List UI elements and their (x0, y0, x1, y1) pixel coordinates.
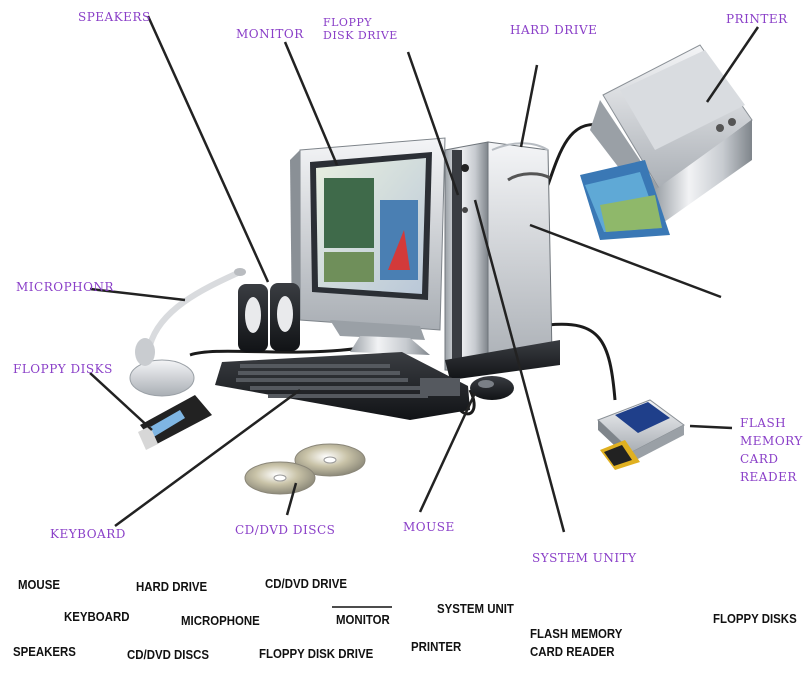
label-monitor: MONITOR (236, 27, 304, 41)
floppy-disks-illustration (138, 395, 212, 450)
word-microphone: MICROPHONE (181, 613, 260, 628)
word-mouse: MOUSE (18, 577, 60, 592)
word-cd-dvd-drive: CD/DVD DRIVE (265, 576, 348, 591)
label-flash-memory-card-reader: FLASH MEMORY CARD READER (740, 416, 803, 484)
word-hard-drive: HARD DRIVE (136, 579, 208, 594)
microphone-illustration (129, 268, 246, 397)
label-floppy-disk-drive: FLOPPY DISK DRIVE (323, 16, 398, 42)
keyboard-illustration (215, 352, 470, 420)
cables (189, 123, 617, 416)
label-system-unit: SYSTEM UNITY (532, 551, 637, 565)
printer-illustration (580, 44, 753, 240)
word-cd-dvd-discs: CD/DVD DISCS (127, 647, 210, 662)
system-unit-illustration (444, 141, 560, 380)
cd-dvd-discs-illustration (244, 443, 366, 495)
word-system-unit: SYSTEM UNIT (437, 601, 514, 616)
label-hard-drive: HARD DRIVE (510, 23, 598, 37)
speakers-illustration (238, 283, 300, 352)
label-floppy-disks: FLOPPY DISKS (13, 362, 113, 376)
label-speakers: SPEAKERS (78, 10, 151, 24)
label-printer: PRINTER (726, 12, 788, 26)
card-reader-illustration (597, 399, 685, 470)
word-keyboard: KEYBOARD (64, 609, 130, 624)
word-monitor: MONITOR (336, 612, 390, 627)
label-mouse: MOUSE (403, 520, 455, 534)
label-cd-dvd-discs: CD/DVD DISCS (235, 523, 336, 537)
label-microphone: MICROPHONR (16, 280, 114, 294)
word-flash-memory-card-reader: FLASH MEMORY CARD READER (530, 626, 623, 659)
word-speakers: SPEAKERS (13, 644, 76, 659)
mouse-illustration (470, 376, 514, 400)
word-floppy-disk-drive: FLOPPY DISK DRIVE (259, 646, 374, 661)
word-floppy-disks: FLOPPY DISKS (713, 611, 797, 626)
monitor-illustration (290, 137, 446, 355)
word-printer: PRINTER (411, 639, 462, 654)
label-keyboard: KEYBOARD (50, 527, 126, 541)
leader-lines (89, 15, 760, 533)
